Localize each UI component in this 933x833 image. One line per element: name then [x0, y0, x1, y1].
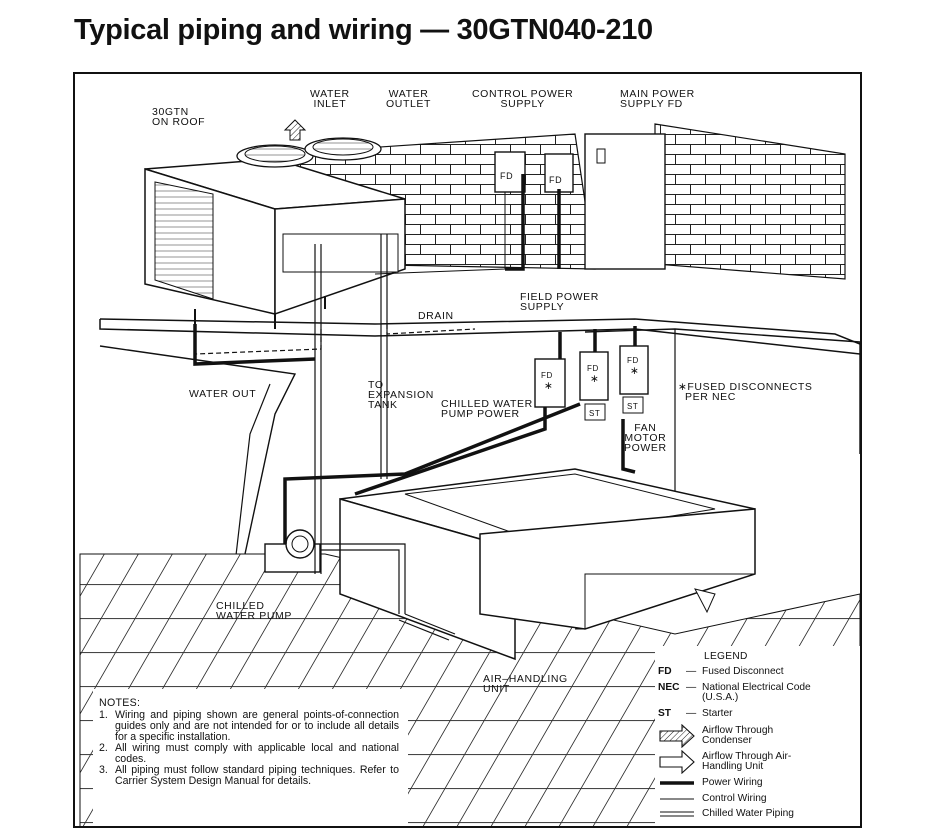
notes-heading: NOTES: [99, 697, 141, 709]
notes-block: NOTES: 1. Wiring and piping shown are ge… [99, 698, 399, 787]
outline-arrow-icon [659, 750, 695, 774]
label-water-outlet: WATER OUTLET [386, 88, 432, 110]
legend-value: Control Wiring [702, 793, 767, 804]
fd-tag-field-1: FD [541, 371, 553, 380]
fd-star-field-1: ∗ [544, 380, 554, 392]
label-drain: DRAIN [418, 310, 454, 322]
fd-star-field-3: ∗ [630, 365, 640, 377]
page-title: Typical piping and wiring — 30GTN040-210 [74, 14, 653, 46]
power-wiring [193, 174, 637, 544]
legend-value: National Electrical Code (U.S.A.) [702, 682, 811, 703]
label-fused-disconnects-note: ∗FUSED DISCONNECTS PER NEC [678, 381, 813, 403]
field-disconnects [534, 345, 649, 421]
chiller-unit [144, 119, 406, 329]
note-item: 2. All wiring must comply with applicabl… [99, 743, 399, 765]
legend-key: FD [658, 666, 672, 677]
note-text: All wiring must comply with applicable l… [115, 742, 399, 765]
label-unit-on-roof: 30GTN ON ROOF [152, 106, 206, 128]
legend-value: Power Wiring [702, 777, 763, 788]
st-tag-fan: ST [627, 402, 639, 411]
label-main-power-supply: MAIN POWER SUPPLY FD [620, 88, 695, 110]
fd-tag-control: FD [500, 171, 514, 181]
piping-wiring-diagram: 30GTN ON ROOF WATER INLET WATER OUTLET C… [73, 72, 862, 828]
roof-slab [99, 318, 860, 565]
label-chilled-water-pump-power: CHILLED WATER PUMP POWER [441, 398, 533, 420]
note-number: 1. [99, 709, 108, 721]
chilled-water-piping [194, 234, 476, 641]
label-fan-motor-power: FAN MOTOR POWER [624, 422, 667, 454]
legend-key: NEC [658, 682, 680, 693]
st-tag-pump: ST [589, 409, 601, 418]
double-line-icon [660, 811, 694, 817]
legend-value: Airflow Through Condenser [702, 725, 774, 746]
legend-dash: — [686, 666, 697, 677]
legend-dash: — [686, 682, 697, 693]
legend-key: ST [658, 708, 672, 719]
thick-line-icon [660, 781, 694, 785]
wall-disconnects [494, 151, 574, 193]
control-wiring [374, 192, 506, 275]
legend-heading: LEGEND [704, 651, 748, 662]
thin-line-icon [660, 798, 694, 800]
label-control-power-supply: CONTROL POWER SUPPLY [472, 88, 574, 110]
fd-tag-main: FD [549, 175, 563, 185]
note-number: 3. [99, 764, 108, 776]
note-text: Wiring and piping shown are general poin… [115, 709, 399, 743]
note-item: 3. All piping must follow standard pipin… [99, 765, 399, 787]
hatched-arrow-icon [659, 724, 695, 748]
label-water-out: WATER OUT [189, 388, 257, 400]
air-handling-unit [339, 468, 756, 661]
legend-dash: — [686, 708, 697, 719]
label-to-expansion-tank: TO EXPANSION TANK [368, 379, 434, 411]
note-number: 2. [99, 742, 108, 754]
legend-value: Airflow Through Air-Handling Unit [702, 751, 792, 772]
label-air-handling-unit: AIR–HANDLING UNIT [483, 673, 568, 695]
fd-tag-field-2: FD [587, 364, 599, 373]
label-water-inlet: WATER INLET [310, 88, 350, 110]
chilled-water-pump [264, 529, 321, 573]
note-item: 1. Wiring and piping shown are general p… [99, 710, 399, 743]
legend-value: Fused Disconnect [702, 666, 784, 677]
note-text: All piping must follow standard piping t… [115, 764, 399, 787]
fd-star-field-2: ∗ [590, 373, 600, 385]
legend-value: Chilled Water Piping [702, 808, 794, 819]
legend-value: Starter [702, 708, 733, 719]
fd-tag-field-3: FD [627, 356, 639, 365]
label-field-power-supply: FIELD POWER SUPPLY [520, 291, 599, 313]
room-wall [584, 328, 860, 514]
label-chilled-water-pump: CHILLED WATER PUMP [216, 600, 292, 622]
